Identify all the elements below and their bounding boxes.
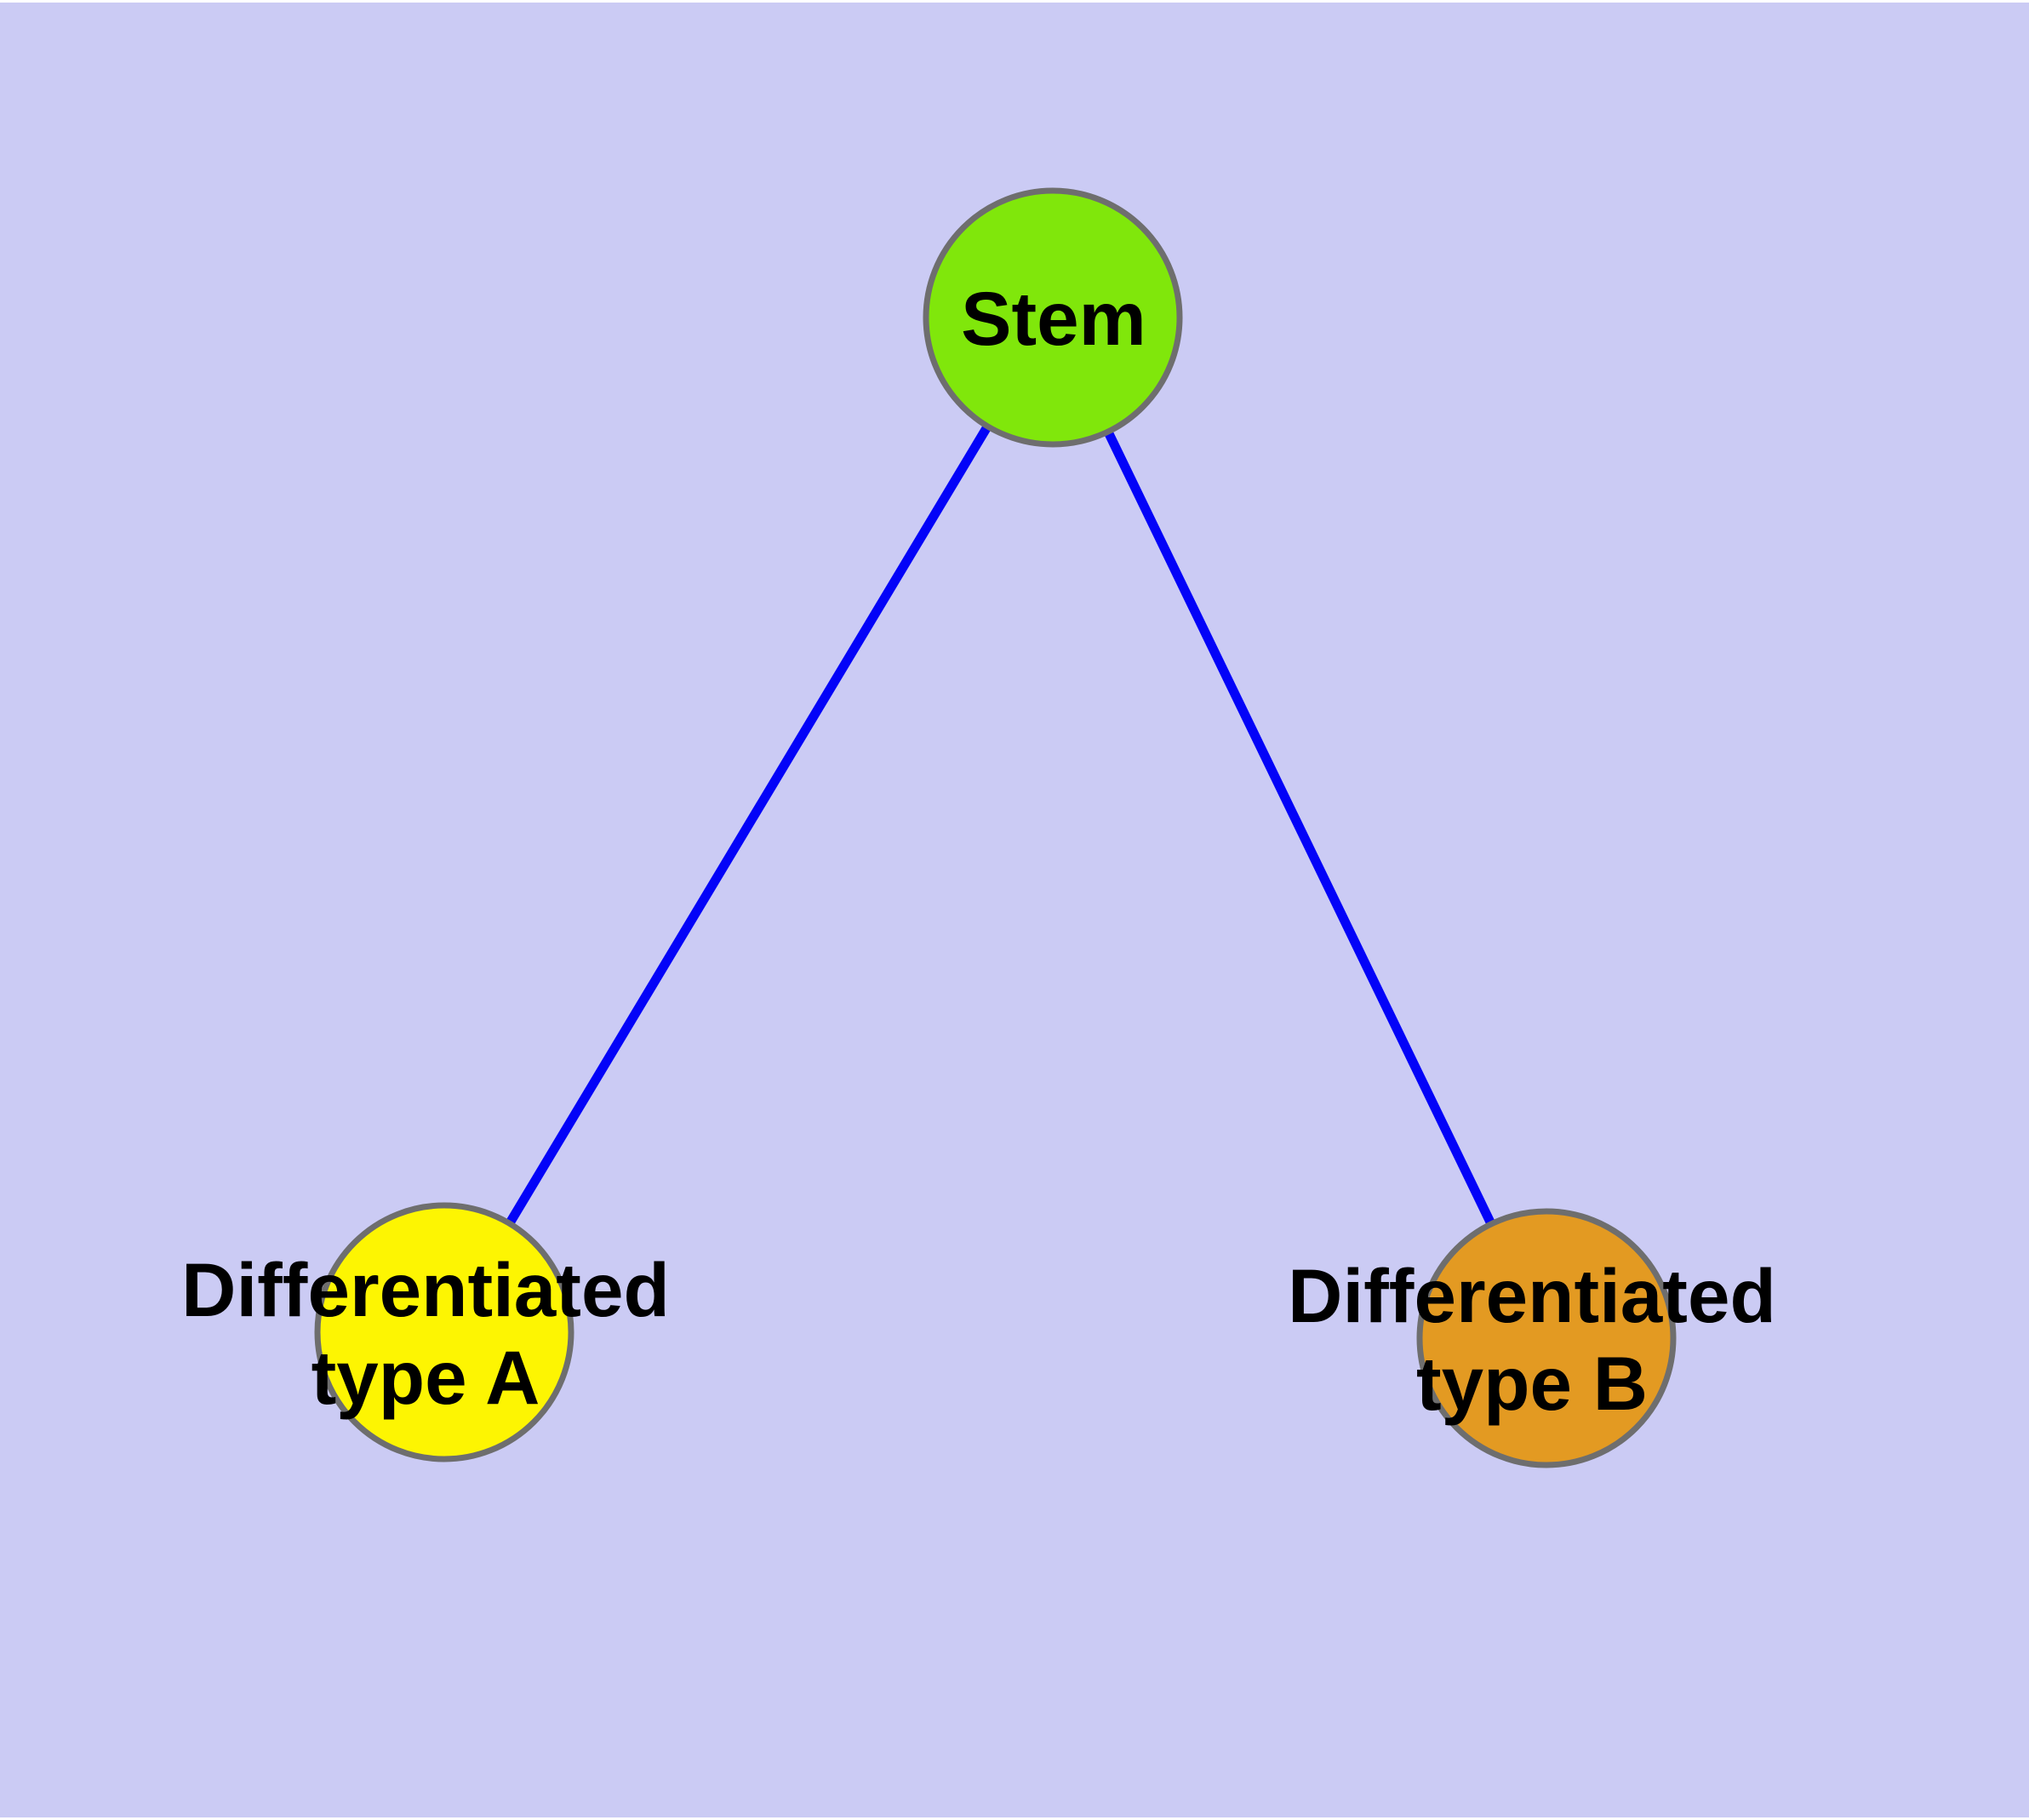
node-type-a-label-line1: Differentiated: [181, 1247, 670, 1332]
node-stem: Stem: [923, 187, 1183, 448]
node-type-b-label-line1: Differentiated: [1288, 1253, 1776, 1338]
node-type-a-circle: [314, 1202, 574, 1462]
node-stem-circle: [923, 187, 1183, 448]
edge-stem-to-type-a: [440, 315, 1057, 1335]
node-type-b-circle: [1416, 1208, 1677, 1468]
edge-group: [440, 315, 1551, 1341]
node-type-a-label-line2: type A: [311, 1335, 540, 1420]
node-stem-label: Stem: [961, 276, 1146, 361]
node-differentiated-type-a: Differentiated type A: [181, 1202, 670, 1462]
node-differentiated-type-b: Differentiated type B: [1288, 1208, 1776, 1468]
edge-stem-to-type-b: [1049, 315, 1551, 1341]
node-type-b-label-line2: type B: [1416, 1341, 1648, 1426]
